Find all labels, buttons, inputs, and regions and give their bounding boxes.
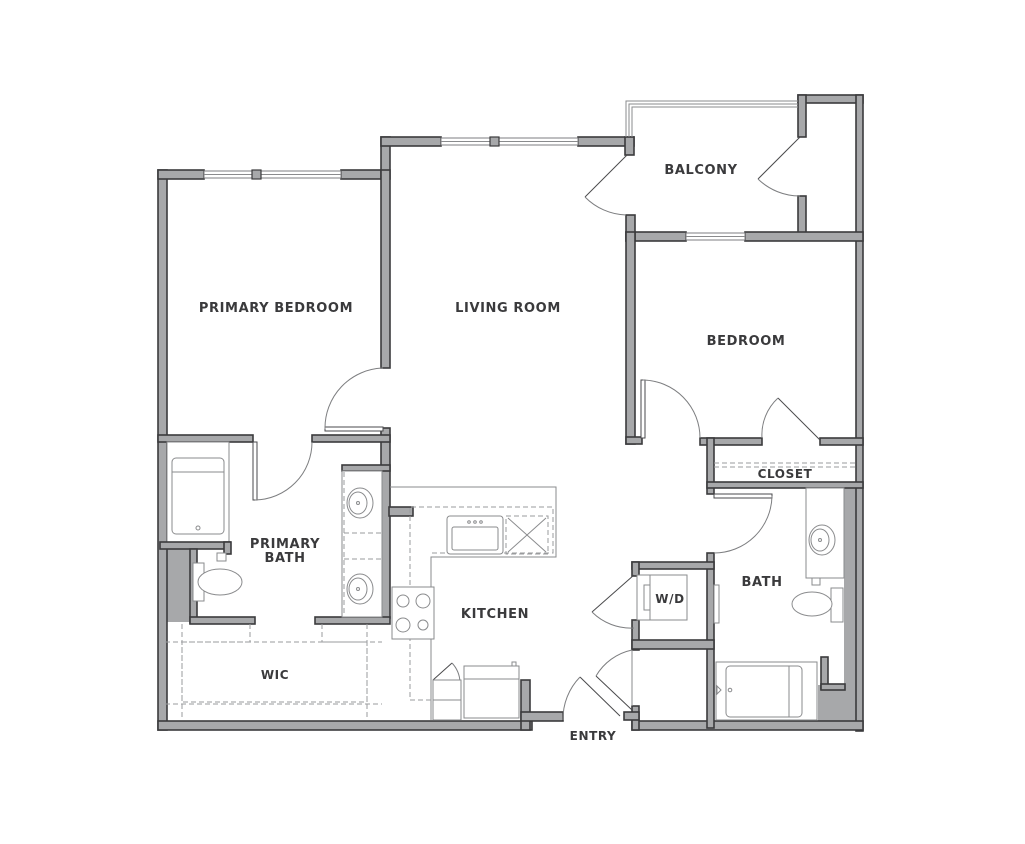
label-kitchen: KITCHEN — [461, 607, 529, 622]
label-balcony: BALCONY — [664, 163, 737, 178]
interior-walls — [157, 169, 864, 731]
label-wic: WIC — [261, 668, 289, 682]
label-bath: BATH — [741, 575, 782, 590]
closet-shelving — [165, 624, 382, 720]
kitchen-sink-icon — [446, 515, 504, 555]
bathtub-icon — [171, 457, 225, 535]
label-closet: CLOSET — [758, 467, 813, 481]
toilet-icon — [192, 552, 243, 602]
label-primary-bath-line2: BATH — [264, 551, 305, 566]
range-icon — [391, 586, 435, 640]
pantry-shelf — [432, 679, 462, 721]
fixtures — [165, 457, 856, 721]
room-labels: PRIMARY BEDROOM LIVING ROOM BALCONY BEDR… — [199, 163, 813, 743]
label-primary-bedroom: PRIMARY BEDROOM — [199, 301, 353, 316]
label-entry: ENTRY — [570, 729, 617, 743]
label-wd: W/D — [655, 592, 684, 606]
bath-towel-bar — [713, 584, 720, 624]
washer-dryer-icon — [636, 574, 688, 621]
dishwasher-icon — [505, 515, 549, 555]
bath-vanity-icon — [805, 487, 845, 586]
label-bedroom: BEDROOM — [707, 334, 786, 349]
bath-toilet-icon — [791, 587, 844, 623]
double-vanity-icon — [341, 470, 383, 618]
doors — [252, 136, 821, 721]
refrigerator-icon — [463, 661, 520, 719]
label-living-room: LIVING ROOM — [455, 301, 561, 316]
bath-tub-icon — [715, 661, 818, 721]
windows — [203, 100, 798, 241]
exterior-walls — [157, 94, 864, 732]
label-primary-bath-line1: PRIMARY — [250, 537, 320, 552]
